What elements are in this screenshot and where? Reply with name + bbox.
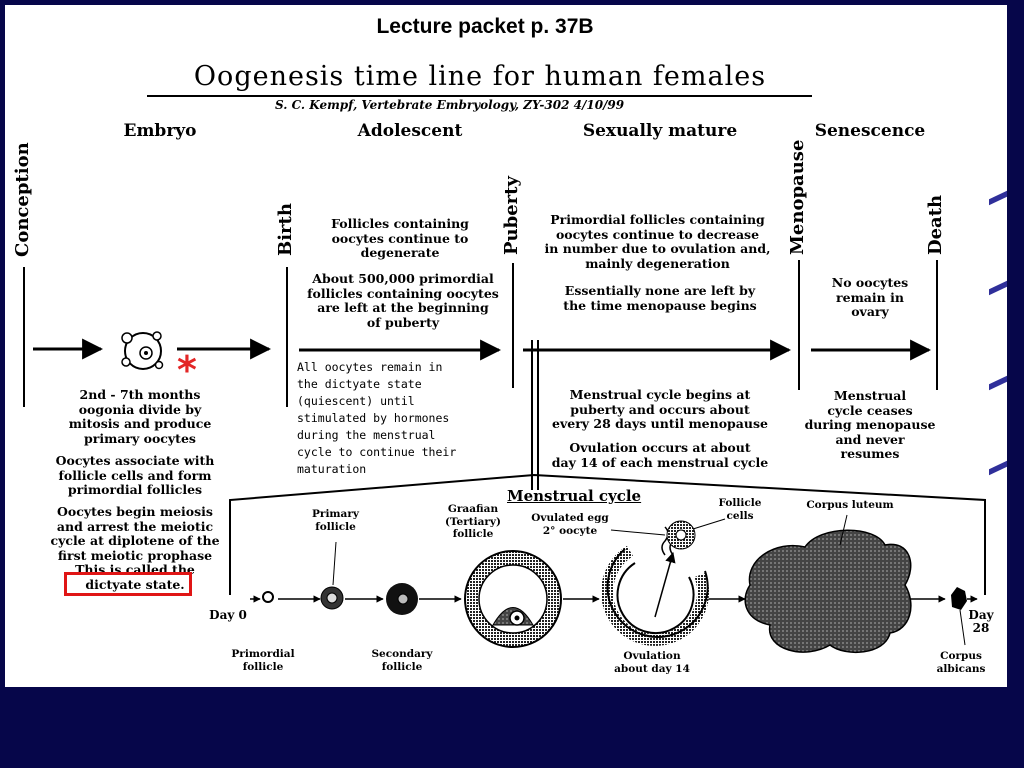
corpus-luteum-label: Corpus luteum <box>806 499 894 511</box>
menstrual-cycle-title: Menstrual cycle <box>507 487 642 505</box>
menopause-marker <box>798 260 800 390</box>
packet-title: Lecture packet p. 37B <box>376 15 594 38</box>
corpus-luteum-icon <box>744 529 912 654</box>
primary-follicle-icon <box>320 586 344 610</box>
slide: Lecture packet p. 37B Oogenesis time lin… <box>5 5 1007 687</box>
ovulating-follicle-icon <box>601 526 710 646</box>
stage-senescence: Senescence <box>814 121 926 141</box>
birth-marker <box>286 267 288 407</box>
annotation-star: * <box>177 348 197 392</box>
puberty-marker <box>512 263 514 388</box>
day0-label: Day 0 <box>209 608 247 622</box>
ovulated-egg-icon <box>666 520 696 550</box>
secondary-follicle-icon <box>386 583 418 615</box>
puberty-bracket-right <box>537 340 539 490</box>
adolescent-note-dictyate: All oocytes remain in the dictyate state… <box>297 360 457 476</box>
embryo-oocyte-icon <box>121 331 164 370</box>
diagram-title: Oogenesis time line for human females <box>193 61 767 92</box>
conception-marker <box>23 267 25 407</box>
dictyate-state-term: dictyate state. <box>85 576 185 592</box>
stage-sexually-mature: Sexually mature <box>582 121 738 141</box>
death-marker <box>936 260 938 390</box>
puberty-bracket-left <box>531 340 533 490</box>
title-underline <box>147 95 812 97</box>
graafian-follicle-label: Graafian(Tertiary) follicle <box>444 503 502 540</box>
credit-line: S. C. Kempf, Vertebrate Embryology, ZY-3… <box>275 98 625 112</box>
corpus-albicans-icon <box>951 587 967 610</box>
stage-adolescent: Adolescent <box>357 121 463 141</box>
stage-embryo: Embryo <box>123 121 197 141</box>
graafian-follicle-icon <box>464 550 562 648</box>
timeline-drawing <box>33 331 986 654</box>
highlight-box <box>64 572 192 596</box>
primordial-follicle-icon <box>262 591 274 603</box>
